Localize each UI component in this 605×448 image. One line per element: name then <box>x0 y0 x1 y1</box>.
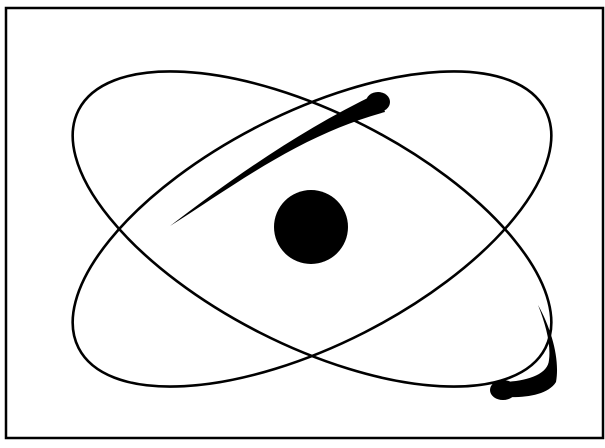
electron-lower <box>490 380 516 400</box>
electron-upper <box>366 92 390 112</box>
nucleus <box>274 190 348 264</box>
